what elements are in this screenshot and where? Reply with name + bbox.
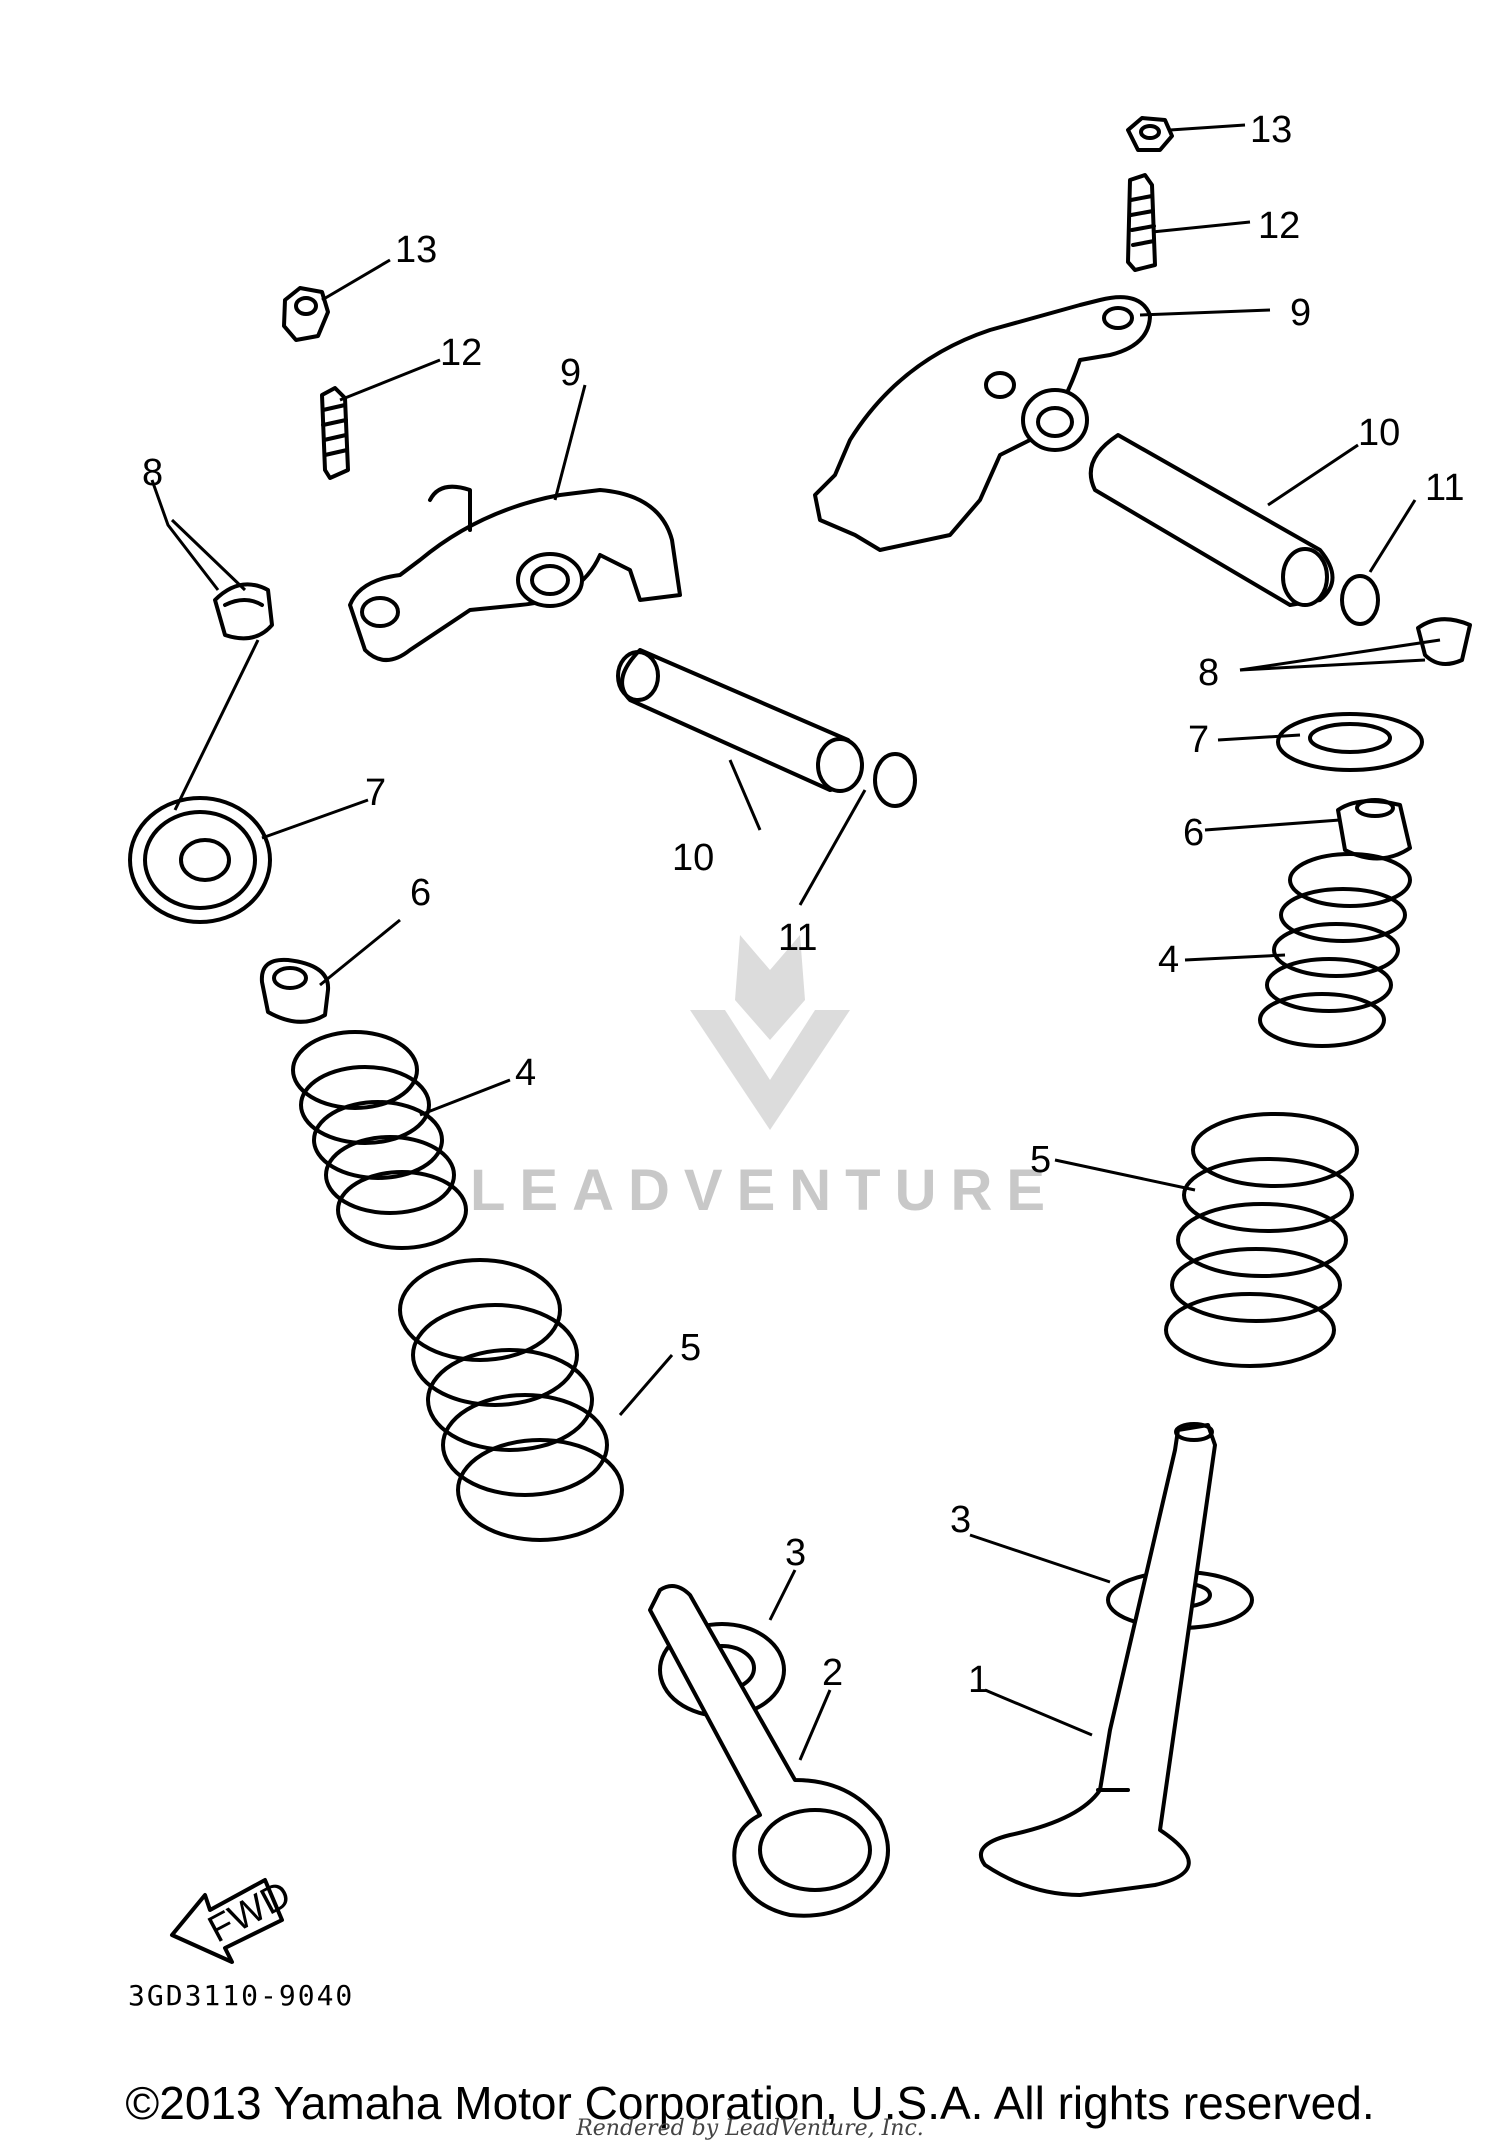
valve-stem-seal-left xyxy=(259,957,331,1024)
outer-spring-right xyxy=(1164,1112,1359,1368)
callout-8-right: 8 xyxy=(1198,652,1219,694)
inner-spring-left xyxy=(291,1030,468,1250)
inner-spring-right xyxy=(1258,852,1412,1048)
callout-6-left: 6 xyxy=(410,872,431,914)
intake-valve xyxy=(648,1584,890,1918)
callout-4-right: 4 xyxy=(1158,939,1179,981)
callout-7-right: 7 xyxy=(1188,719,1209,761)
exhaust-valve xyxy=(978,1422,1217,1897)
callout-9-left: 9 xyxy=(560,352,581,394)
leadventure-watermark: LEADVENTURE xyxy=(470,935,1059,1223)
spring-retainer-left xyxy=(128,796,272,924)
rocker-arm-left xyxy=(348,484,682,662)
callout-13-left: 13 xyxy=(395,229,437,271)
valve-cotter-left xyxy=(213,582,274,641)
rocker-shaft-right xyxy=(1088,433,1335,607)
callout-11-left: 11 xyxy=(778,917,817,959)
callout-2: 2 xyxy=(822,1652,843,1694)
fwd-arrow: FWD xyxy=(170,1873,298,1964)
rendered-by-text: Rendered by LeadVenture, Inc. xyxy=(576,2116,924,2141)
valve-stem-seal-right xyxy=(1336,798,1412,861)
callout-labels: 13 12 9 8 7 6 4 5 10 11 13 12 9 10 11 8 … xyxy=(142,109,1464,1701)
callout-13-right: 13 xyxy=(1250,109,1292,151)
callout-7-left: 7 xyxy=(365,772,386,814)
leader-lines xyxy=(150,123,1441,1761)
callout-8-left: 8 xyxy=(142,452,163,494)
callout-3-left: 3 xyxy=(785,1532,806,1574)
callout-9-right: 9 xyxy=(1290,292,1311,334)
fwd-label: FWD xyxy=(202,1873,298,1951)
copyright-text: ©2013 Yamaha Motor Corporation, U.S.A. A… xyxy=(125,2077,1375,2129)
watermark-text: LEADVENTURE xyxy=(470,1158,1059,1223)
callout-10-right: 10 xyxy=(1358,412,1400,454)
valve-cotter-right xyxy=(1416,617,1472,666)
callout-5-left: 5 xyxy=(680,1327,701,1369)
nut-right xyxy=(1126,116,1174,152)
o-ring-right xyxy=(1340,574,1380,626)
callout-3-right: 3 xyxy=(950,1499,971,1541)
callout-5-right: 5 xyxy=(1030,1139,1051,1181)
callout-4-left: 4 xyxy=(515,1052,536,1094)
callout-12-left: 12 xyxy=(440,332,482,374)
o-ring-left xyxy=(873,752,917,808)
nut-left xyxy=(282,286,330,342)
callout-11-right: 11 xyxy=(1425,467,1464,509)
callout-1: 1 xyxy=(968,1659,989,1701)
rocker-shaft-left xyxy=(616,648,864,793)
callout-6-right: 6 xyxy=(1183,812,1204,854)
outer-spring-left xyxy=(398,1258,624,1542)
adjusting-screw-right xyxy=(1126,173,1157,272)
callout-12-right: 12 xyxy=(1258,205,1300,247)
part-code: 3GD3110-9040 xyxy=(128,1979,354,2012)
rocker-arm-right xyxy=(813,295,1152,552)
spring-retainer-right xyxy=(1276,712,1424,772)
adjusting-screw-left xyxy=(320,386,350,480)
callout-10-left: 10 xyxy=(672,837,714,879)
